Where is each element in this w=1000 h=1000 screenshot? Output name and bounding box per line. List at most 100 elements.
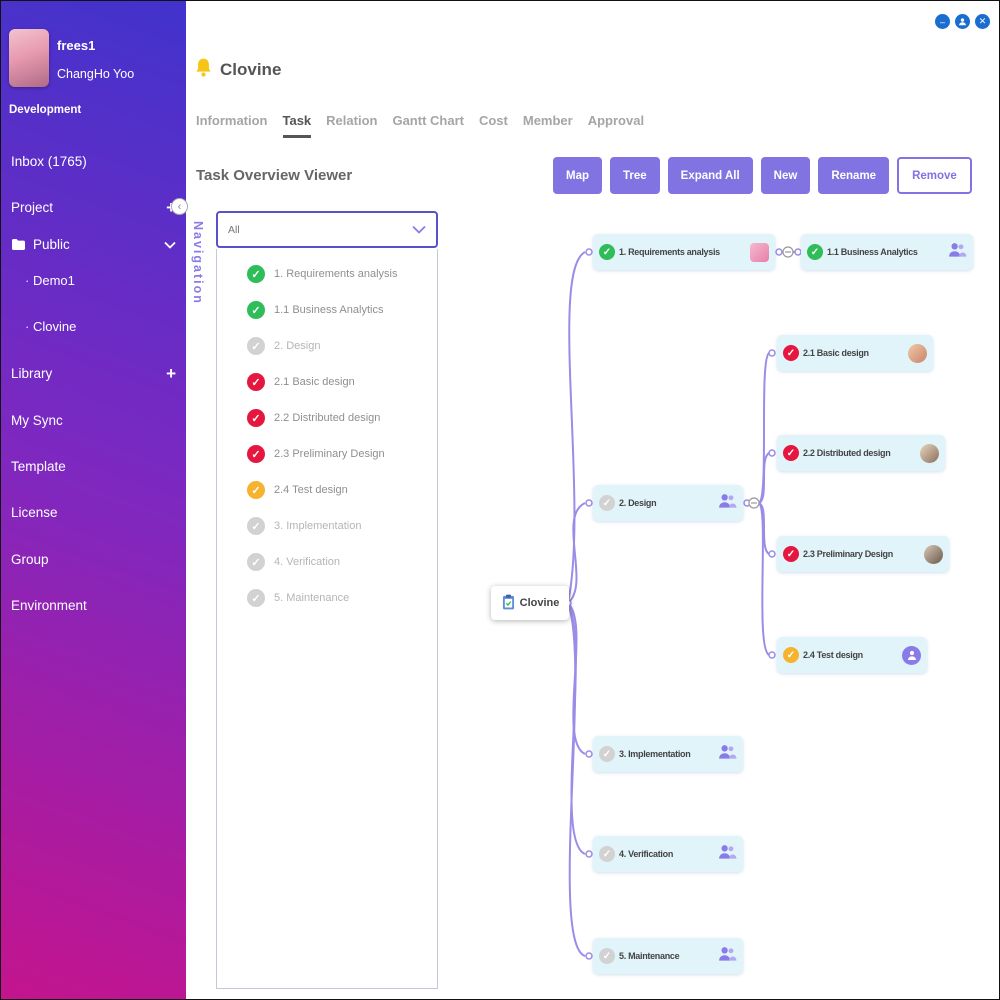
tab-cost[interactable]: Cost [478, 113, 508, 128]
status-check-icon: ✓ [247, 553, 265, 571]
sidebar-item-group[interactable]: Group [11, 548, 176, 570]
status-check-icon: ✓ [783, 647, 799, 663]
sidebar-item-library[interactable]: Library + [11, 362, 176, 384]
navigation-panel-label: Navigation [191, 221, 205, 305]
task-row[interactable]: ✓ 1. Requirements analysis [217, 256, 437, 292]
map-node-label: 2.2 Distributed design [803, 448, 891, 458]
task-row[interactable]: ✓ 2.4 Test design [217, 472, 437, 508]
root-node-clovine[interactable]: Clovine [491, 586, 569, 620]
header: Clovine [195, 57, 281, 82]
close-icon[interactable]: ✕ [975, 14, 990, 29]
task-row[interactable]: ✓ 2. Design [217, 328, 437, 364]
chevron-down-icon [412, 221, 426, 239]
template-label: Template [11, 458, 66, 474]
sidebar-item-demo1[interactable]: Demo1 [25, 269, 190, 291]
task-row[interactable]: ✓ 1.1 Business Analytics [217, 292, 437, 328]
sidebar-item-my-sync[interactable]: My Sync [11, 409, 176, 431]
profile-icon[interactable] [955, 14, 970, 29]
task-row[interactable]: ✓ 2.2 Distributed design [217, 400, 437, 436]
assignee-avatar[interactable] [924, 544, 943, 564]
map-node-2-1-basic-design[interactable]: ✓ 2.1 Basic design [777, 335, 933, 371]
folder-icon [11, 238, 26, 250]
status-check-icon: ✓ [783, 546, 799, 562]
chevron-down-icon[interactable] [164, 237, 176, 252]
map-node-2-2-distributed-design[interactable]: ✓ 2.2 Distributed design [777, 435, 945, 471]
assignee-avatar[interactable] [908, 343, 927, 363]
assignee-person-icon[interactable] [902, 645, 921, 665]
status-check-icon: ✓ [783, 445, 799, 461]
demo1-label: Demo1 [25, 273, 75, 288]
map-node-2-4-test-design[interactable]: ✓ 2.4 Test design [777, 637, 927, 673]
collapse-panel-button[interactable]: ‹ [171, 198, 188, 215]
map-node-label: 2.3 Preliminary Design [803, 549, 893, 559]
tab-approval[interactable]: Approval [587, 113, 645, 128]
sidebar-item-public[interactable]: Public [11, 233, 176, 255]
status-check-icon: ✓ [599, 244, 615, 260]
assignee-avatar[interactable] [920, 443, 939, 463]
sidebar-item-inbox[interactable]: Inbox (1765) [11, 150, 176, 172]
team-members-icon[interactable] [717, 842, 737, 866]
status-check-icon: ✓ [247, 373, 265, 391]
team-members-icon[interactable] [717, 944, 737, 968]
team-members-icon[interactable] [947, 240, 967, 264]
task-row[interactable]: ✓ 2.1 Basic design [217, 364, 437, 400]
window-controls: – ✕ [935, 14, 990, 29]
task-row[interactable]: ✓ 2.3 Preliminary Design [217, 436, 437, 472]
rename-button[interactable]: Rename [818, 157, 890, 194]
task-row[interactable]: ✓ 4. Verification [217, 544, 437, 580]
task-label: 1. Requirements analysis [274, 268, 398, 280]
map-button[interactable]: Map [553, 157, 602, 194]
map-node-3-implementation[interactable]: ✓ 3. Implementation [593, 736, 743, 772]
map-node-label: 2. Design [619, 498, 657, 508]
add-library-icon[interactable]: + [166, 363, 176, 383]
status-check-icon: ✓ [247, 337, 265, 355]
status-check-icon: ✓ [599, 495, 615, 511]
tab-gantt-chart[interactable]: Gantt Chart [392, 113, 464, 128]
map-node-1-requirements-analysis[interactable]: ✓ 1. Requirements analysis [593, 234, 775, 270]
team-members-icon[interactable] [717, 742, 737, 766]
page-title: Clovine [220, 59, 282, 79]
task-filter-dropdown[interactable]: All [216, 211, 438, 248]
map-node-1-1-business-analytics[interactable]: ✓ 1.1 Business Analytics [801, 234, 973, 270]
status-check-icon: ✓ [807, 244, 823, 260]
new-button[interactable]: New [760, 157, 811, 194]
assignee-avatar[interactable] [750, 242, 769, 262]
task-label: 2.4 Test design [274, 484, 348, 496]
collapse-node-button[interactable] [748, 497, 760, 509]
sidebar-item-environment[interactable]: Environment [11, 594, 176, 616]
clovine-label: Clovine [25, 319, 76, 334]
tab-relation[interactable]: Relation [326, 113, 378, 128]
map-node-2-3-preliminary-design[interactable]: ✓ 2.3 Preliminary Design [777, 536, 949, 572]
tab-information[interactable]: Information [196, 113, 268, 128]
sidebar-item-license[interactable]: License [11, 501, 176, 523]
map-node-label: 5. Maintenance [619, 951, 680, 961]
license-label: License [11, 504, 58, 520]
minimize-icon[interactable]: – [935, 14, 950, 29]
map-node-2-design[interactable]: ✓ 2. Design [593, 485, 743, 521]
user-avatar[interactable] [9, 29, 49, 87]
task-label: 2.1 Basic design [274, 376, 355, 388]
tab-bar: Information Task Relation Gantt Chart Co… [196, 113, 644, 138]
mindmap-canvas: Clovine ✓ 1. Requirements analysis ✓ 2. … [451, 201, 999, 996]
status-check-icon: ✓ [599, 948, 615, 964]
sidebar-item-template[interactable]: Template [11, 455, 176, 477]
team-members-icon[interactable] [717, 491, 737, 515]
tab-task[interactable]: Task [282, 113, 312, 138]
collapse-node-button[interactable] [782, 246, 794, 258]
status-check-icon: ✓ [247, 265, 265, 283]
task-row[interactable]: ✓ 5. Maintenance [217, 580, 437, 616]
filter-value: All [228, 223, 240, 236]
map-node-5-maintenance[interactable]: ✓ 5. Maintenance [593, 938, 743, 974]
group-label: Group [11, 551, 49, 567]
sidebar-item-clovine[interactable]: Clovine [25, 315, 190, 337]
tab-member[interactable]: Member [522, 113, 573, 128]
expand-all-button[interactable]: Expand All [667, 157, 753, 194]
task-row[interactable]: ✓ 3. Implementation [217, 508, 437, 544]
map-node-label: 3. Implementation [619, 749, 691, 759]
map-node-4-verification[interactable]: ✓ 4. Verification [593, 836, 743, 872]
tree-button[interactable]: Tree [610, 157, 660, 194]
sidebar-item-project[interactable]: Project + [11, 196, 176, 218]
task-label: 5. Maintenance [274, 592, 350, 604]
status-check-icon: ✓ [783, 345, 799, 361]
remove-button[interactable]: Remove [897, 157, 972, 194]
